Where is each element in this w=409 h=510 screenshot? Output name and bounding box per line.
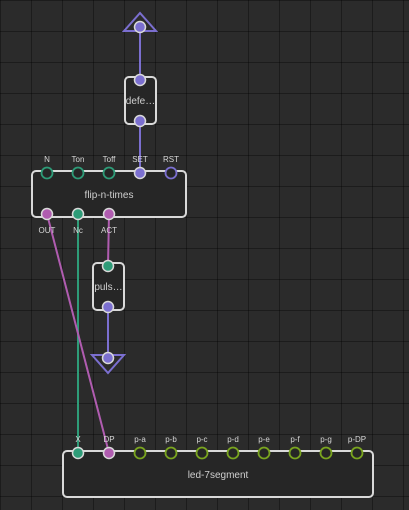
led-7segment-node[interactable]: led-7segment X DP p-a p-b p-c p-d p-e p-… bbox=[62, 435, 374, 498]
pin-p-g[interactable] bbox=[319, 446, 333, 460]
pin-act[interactable] bbox=[102, 207, 116, 221]
terminal-pin[interactable] bbox=[101, 351, 115, 365]
terminal-pin[interactable] bbox=[133, 20, 147, 34]
pin-nc[interactable] bbox=[71, 207, 85, 221]
pin-x[interactable] bbox=[71, 446, 85, 460]
pin-label-p-a: p-a bbox=[134, 435, 146, 444]
pin-label-p-g: p-g bbox=[320, 435, 332, 444]
pin-set[interactable] bbox=[133, 166, 147, 180]
pin-p-f[interactable] bbox=[288, 446, 302, 460]
pin-label-p-c: p-c bbox=[196, 435, 207, 444]
pin-n[interactable] bbox=[40, 166, 54, 180]
defer-node[interactable]: defe… bbox=[124, 73, 157, 128]
pin-toff[interactable] bbox=[102, 166, 116, 180]
pin-label-p-e: p-e bbox=[258, 435, 270, 444]
bottom-terminal-node[interactable] bbox=[89, 351, 127, 375]
defer-input-pin[interactable] bbox=[133, 73, 147, 87]
pin-p-e[interactable] bbox=[257, 446, 271, 460]
pin-rst[interactable] bbox=[164, 166, 178, 180]
pulse-node[interactable]: puls… bbox=[92, 259, 125, 314]
pin-label-n: N bbox=[44, 155, 50, 164]
defer-output-pin[interactable] bbox=[133, 114, 147, 128]
pin-label-p-b: p-b bbox=[165, 435, 177, 444]
pin-label-rst: RST bbox=[163, 155, 179, 164]
pin-label-toff: Toff bbox=[103, 155, 117, 164]
led-node-body bbox=[62, 450, 374, 498]
pulse-node-label: puls… bbox=[94, 282, 122, 293]
pin-label-dp: DP bbox=[103, 435, 114, 444]
pin-dp[interactable] bbox=[102, 446, 116, 460]
pin-out[interactable] bbox=[40, 207, 54, 221]
pin-label-set: SET bbox=[132, 155, 148, 164]
flip-node-label: flip-n-times bbox=[85, 190, 134, 201]
pin-label-nc: Nc bbox=[73, 226, 83, 235]
pin-label-out: OUT bbox=[39, 226, 56, 235]
pin-p-dp[interactable] bbox=[350, 446, 364, 460]
pin-label-x: X bbox=[75, 435, 81, 444]
pin-ton[interactable] bbox=[71, 166, 85, 180]
pin-label-p-f: p-f bbox=[290, 435, 300, 444]
pin-p-b[interactable] bbox=[164, 446, 178, 460]
pin-label-p-dp: p-DP bbox=[348, 435, 366, 444]
pin-p-c[interactable] bbox=[195, 446, 209, 460]
flip-n-times-node[interactable]: flip-n-times N Ton Toff SET RST OUT Nc A… bbox=[31, 155, 187, 235]
pulse-output-pin[interactable] bbox=[101, 300, 115, 314]
pin-label-p-d: p-d bbox=[227, 435, 239, 444]
pin-p-a[interactable] bbox=[133, 446, 147, 460]
pin-label-act: ACT bbox=[101, 226, 117, 235]
pin-p-d[interactable] bbox=[226, 446, 240, 460]
link-out-to-dp[interactable] bbox=[46, 213, 110, 454]
link-act-to-pulse[interactable] bbox=[107, 213, 110, 267]
links bbox=[46, 27, 141, 454]
defer-node-label: defe… bbox=[126, 96, 155, 107]
pulse-input-pin[interactable] bbox=[101, 259, 115, 273]
pin-label-ton: Ton bbox=[72, 155, 85, 164]
led-node-label: led-7segment bbox=[188, 470, 249, 481]
top-terminal-node[interactable] bbox=[121, 11, 159, 34]
